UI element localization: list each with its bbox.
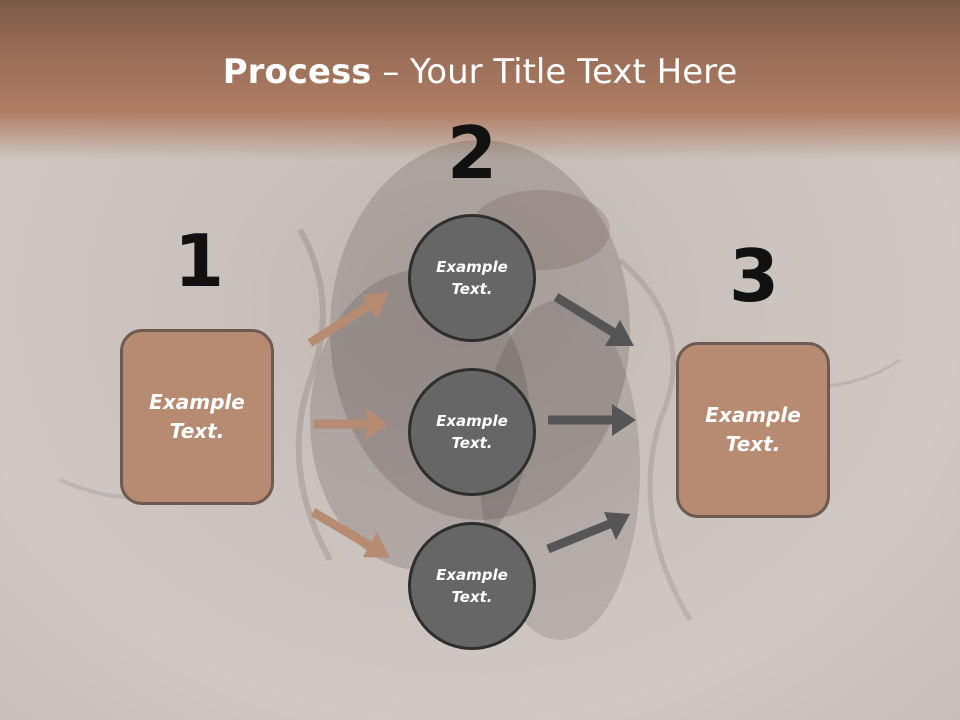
circle-3: Example Text. [408, 522, 536, 650]
step-number-3: 3 [728, 234, 780, 318]
circle-2: Example Text. [408, 368, 536, 496]
step-number-2: 2 [446, 111, 498, 195]
arrow-from-circle-1 [553, 293, 634, 346]
step-number-1: 1 [173, 219, 225, 303]
circle-2-label: Example Text. [436, 411, 508, 453]
circle-1: Example Text. [408, 214, 536, 342]
circle-1-label: Example Text. [436, 257, 508, 299]
title-rest: – Your Title Text Here [371, 52, 738, 92]
arrow-to-circle-3 [310, 508, 390, 558]
circle-3-label: Example Text. [436, 565, 508, 607]
right-box: Example Text. [676, 342, 830, 518]
left-box-label: Example Text. [149, 390, 245, 443]
arrow-to-circle-1 [307, 292, 388, 347]
slide-title: Process – Your Title Text Here [0, 52, 960, 92]
arrow-from-circle-3 [546, 512, 630, 554]
title-band [0, 0, 960, 160]
right-box-label: Example Text. [705, 403, 801, 456]
arrow-from-circle-2 [548, 404, 636, 436]
left-box: Example Text. [120, 329, 274, 505]
title-bold: Process [222, 52, 372, 92]
arrow-to-circle-2 [314, 408, 388, 440]
